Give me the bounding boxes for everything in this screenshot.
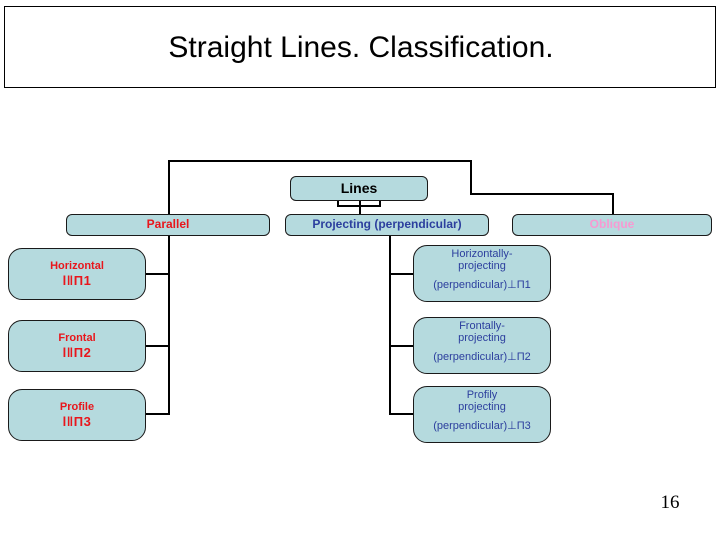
node-frontally-projecting[interactable]: Frontally- projecting (perpendicular)⊥П2 (413, 317, 551, 374)
connector-projecting-stub-1 (389, 273, 415, 275)
node-lines[interactable]: Lines (290, 176, 428, 201)
node-profile[interactable]: Profile l‖П3 (8, 389, 146, 441)
connector-to-projecting (359, 205, 361, 216)
node-frontal-name: Frontal (58, 331, 96, 344)
node-projecting[interactable]: Projecting (perpendicular) (285, 214, 489, 236)
connector-projecting-stub-3 (389, 413, 415, 415)
connector-to-oblique (612, 193, 614, 216)
node-horizontal-relation: l‖П1 (62, 272, 92, 288)
title-box: Straight Lines. Classification. (4, 6, 716, 88)
node-profily-projecting-name-line2: projecting (458, 401, 506, 414)
node-oblique[interactable]: Oblique (512, 214, 712, 236)
node-horizontally-projecting-name-line1: Horizontally- (451, 248, 513, 260)
node-frontal-relation: l‖П2 (62, 344, 92, 360)
node-projecting-label: Projecting (perpendicular) (312, 217, 462, 232)
connector-projecting-bracket-left (337, 197, 339, 207)
connector-lines-stem (359, 200, 361, 208)
node-frontal[interactable]: Frontal l‖П2 (8, 320, 146, 372)
node-horizontally-projecting[interactable]: Horizontally- projecting (perpendicular)… (413, 245, 551, 302)
node-lines-label: Lines (340, 179, 378, 196)
page-number: 16 (660, 492, 680, 513)
connector-to-parallel (168, 160, 170, 216)
page-title: Straight Lines. Classification. (168, 31, 554, 64)
node-horizontal-name: Horizontal (50, 259, 104, 272)
connector-oblique-bracket (470, 193, 614, 195)
node-profily-projecting-name-line1: Profily (466, 389, 498, 401)
node-oblique-label: Oblique (589, 217, 635, 232)
node-parallel-label: Parallel (146, 217, 190, 232)
node-horizontal[interactable]: Horizontal l‖П1 (8, 248, 146, 300)
node-profily-projecting[interactable]: Profily projecting (perpendicular)⊥П3 (413, 386, 551, 443)
node-horizontally-projecting-relation: (perpendicular)⊥П1 (433, 279, 531, 292)
node-frontally-projecting-name-line2: projecting (458, 332, 506, 345)
connector-parallel-spine (168, 236, 170, 415)
node-profile-relation: l‖П3 (62, 413, 92, 429)
node-frontally-projecting-relation: (perpendicular)⊥П2 (433, 351, 531, 364)
connector-parallel-stub-3 (146, 413, 170, 415)
node-horizontally-projecting-name-line2: projecting (458, 260, 506, 273)
node-frontally-projecting-name-line1: Frontally- (459, 320, 505, 332)
connector-projecting-stub-2 (389, 345, 415, 347)
node-parallel[interactable]: Parallel (66, 214, 270, 236)
node-profile-name: Profile (59, 400, 95, 413)
connector-parallel-stub-1 (146, 273, 170, 275)
connector-projecting-spine (389, 236, 391, 415)
connector-projecting-bracket-right (379, 197, 381, 207)
node-profily-projecting-relation: (perpendicular)⊥П3 (433, 420, 531, 433)
connector-spine-right-drop (470, 160, 472, 195)
connector-parallel-stub-2 (146, 345, 170, 347)
connector-top-spine (168, 160, 472, 162)
